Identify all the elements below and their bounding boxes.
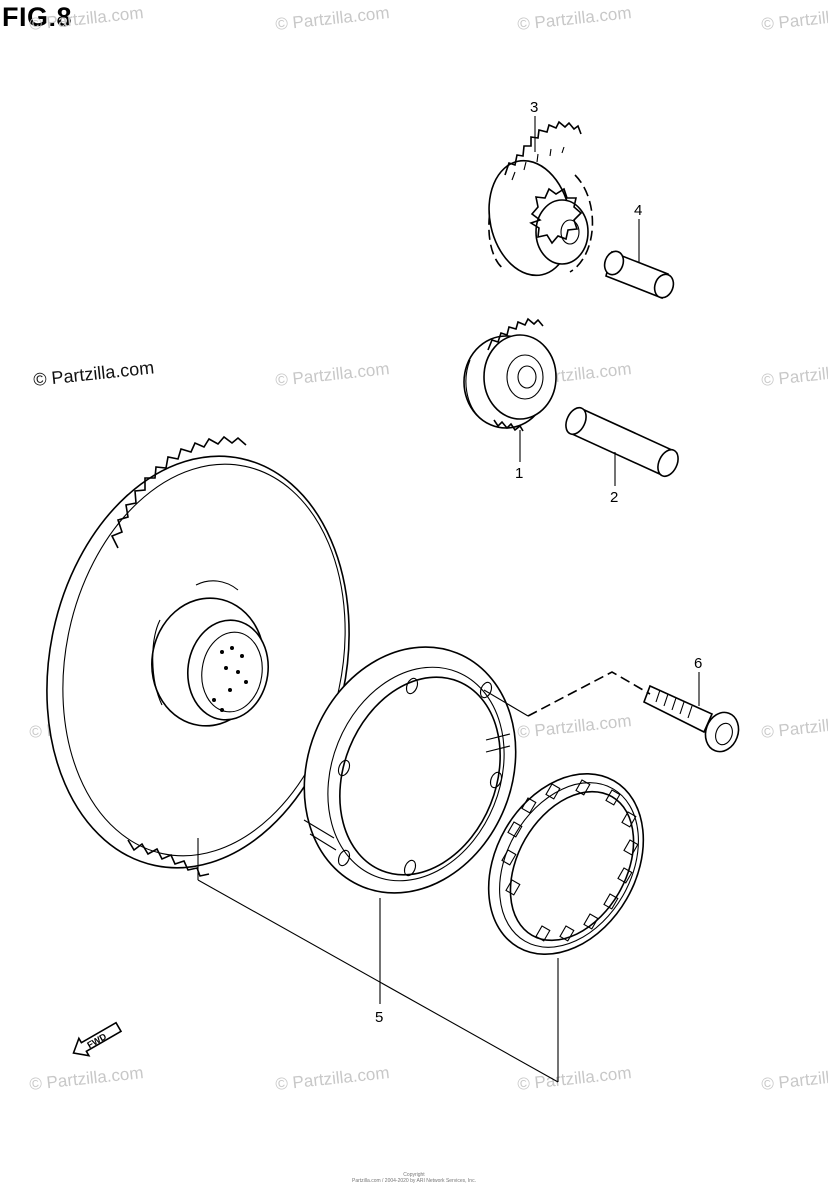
bolt-guide-line: [527, 671, 651, 717]
watermark-text: © Partzilla.com: [274, 1063, 390, 1094]
callout-6: 6: [694, 655, 702, 672]
pinion-gear: [535, 199, 589, 265]
callout-5: 5: [375, 1009, 383, 1026]
bearing-inner: [509, 790, 635, 942]
starter-driven-gear[interactable]: [10, 428, 386, 896]
shaft-part-2[interactable]: [562, 405, 682, 480]
copyright-label: Copyright: [403, 1172, 425, 1178]
callout-2: 2: [610, 489, 618, 506]
callout-1: 1: [515, 465, 523, 482]
shaft-part-4[interactable]: [601, 249, 676, 301]
forward-arrow-icon: [72, 1021, 123, 1057]
watermark-text: © Partzilla.com: [28, 1063, 144, 1094]
assembly-bracket: [197, 838, 559, 1083]
fwd-direction-marker: FWD: [72, 1021, 123, 1057]
watermark-text: © Partzilla.com: [274, 359, 390, 390]
copyright-footer: Copyright Partzilla.com / 2004-2020 by A…: [0, 1172, 828, 1184]
watermark-text: © Partzilla.com: [28, 3, 144, 34]
watermark-text: © Partzilla.com: [516, 1063, 632, 1094]
callout-4: 4: [634, 202, 642, 219]
copyright-text: Partzilla.com / 2004-2020 by ARI Network…: [352, 1178, 476, 1184]
gear-part-3[interactable]: [479, 120, 594, 283]
clutch-ring-inner: [339, 676, 501, 876]
watermark-text: © Partzilla.com: [760, 3, 828, 34]
one-way-clutch-bearing[interactable]: [457, 746, 674, 982]
starter-clutch-ring[interactable]: [268, 615, 552, 925]
figure-title: FIG.8: [2, 2, 73, 32]
bolt-guide-line: [483, 689, 529, 717]
bolt-part-6[interactable]: [642, 684, 744, 756]
watermark-text: © Partzilla.com: [760, 1063, 828, 1094]
watermark-text: © Partzilla.com: [760, 359, 828, 390]
gear-part-1[interactable]: [463, 317, 557, 432]
callout-3: 3: [530, 99, 538, 116]
watermark-text: © Partzilla.com: [760, 711, 828, 742]
watermark-text: © Partzilla.com: [516, 711, 632, 742]
watermark-text: © Partzilla.com: [274, 3, 390, 34]
watermark-prominent-text: © Partzilla.com: [32, 357, 155, 390]
watermark-text: © Partzilla.com: [516, 3, 632, 34]
bolt-head: [704, 711, 740, 753]
